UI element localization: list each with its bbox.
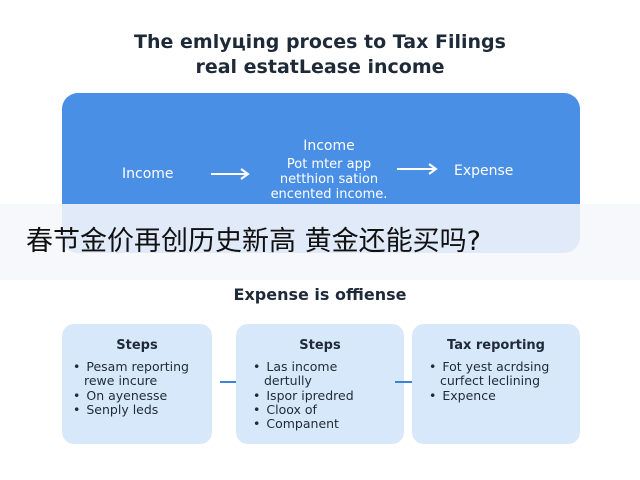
flow-center-lines: Pot mter app netthion sation encented in… (264, 157, 394, 202)
list-item: Cloox of (264, 402, 398, 417)
flow-center-line: netthion sation (279, 172, 379, 187)
list-item: Senply leds (84, 402, 206, 417)
step-card-list: Las income dertully Ispor ipredred Cloox… (264, 359, 398, 431)
list-item: dertully (264, 373, 312, 389)
diagram-title: The emlyцing proces to Tax Filings real … (0, 30, 640, 80)
step-card-list: Fot yest acrdsing curfect leclining Expe… (440, 359, 574, 403)
flow-center-heading: Income (303, 138, 355, 154)
title-line-2: real estatLease income (195, 56, 445, 78)
list-item: Expence (440, 388, 574, 403)
flow-center-line: Pot mter app (286, 157, 372, 172)
step-card-title: Steps (116, 338, 158, 353)
list-item: Companent (264, 416, 398, 431)
list-item: Pesam reporting (84, 359, 206, 374)
arrow-right-icon (397, 163, 438, 175)
flow-center-line: encented income. (270, 187, 388, 202)
caption-overlay (0, 204, 640, 280)
list-item: On ayenesse (84, 388, 206, 403)
step-card-3: Tax reporting Fot yest acrdsing curfect … (412, 324, 580, 444)
arrow-right-icon (211, 168, 250, 180)
step-card-title: Tax reporting (447, 338, 545, 353)
list-item: Las income (264, 359, 398, 374)
flow-expense-label: Expense (454, 163, 514, 179)
list-item: curfect leclining (440, 373, 541, 389)
flow-income-label: Income (122, 166, 174, 182)
section-subheading: Expense is offiense (233, 285, 407, 304)
step-card-title: Steps (299, 338, 341, 353)
flow-center-box: Income Pot mter app netthion sation ence… (264, 138, 394, 202)
list-item: Ispor ipredred (264, 388, 398, 403)
title-line-1: The emlyцing proces to Tax Filings (134, 31, 506, 53)
step-card-1: Steps Pesam reporting rewe incure On aye… (62, 324, 212, 444)
caption-overlay-text: 春节金价再创历史新高 黄金还能买吗? (26, 226, 481, 257)
list-item: Fot yest acrdsing (440, 359, 574, 374)
list-item: rewe incure (84, 373, 158, 389)
step-card-2: Steps Las income dertully Ispor ipredred… (236, 324, 404, 444)
step-card-list: Pesam reporting rewe incure On ayenesse … (84, 359, 206, 417)
